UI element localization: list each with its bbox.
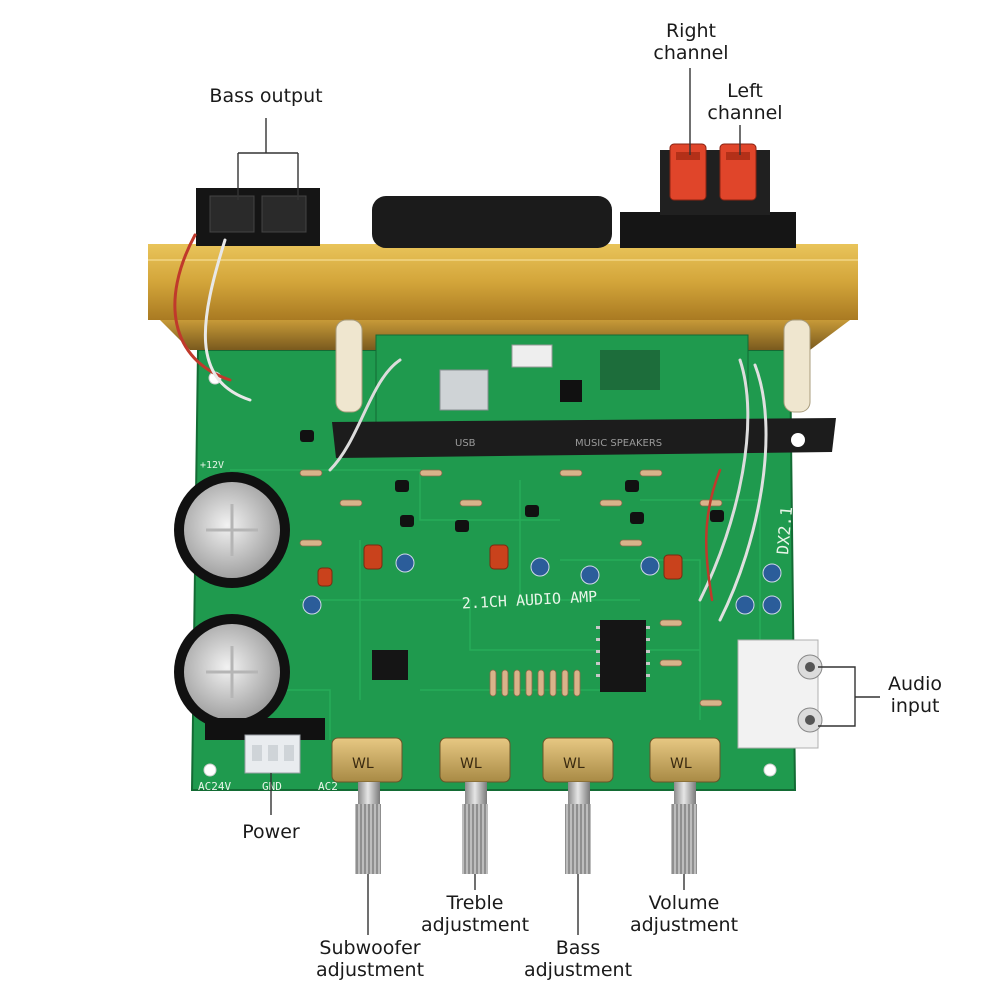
callout-volume: Volume adjustment <box>629 892 739 936</box>
pot-subwoofer: WL <box>331 737 403 874</box>
callout-audio-input: Audio input <box>887 673 942 717</box>
film-capacitors <box>317 544 683 587</box>
pot-bass: WL <box>542 737 614 874</box>
top-block <box>372 196 612 248</box>
ic-chips <box>372 620 650 692</box>
callout-bass-output: Bass output <box>209 85 323 107</box>
rail-label: +12V <box>200 460 224 471</box>
small-electrolytics <box>302 553 782 615</box>
pot-treble: WL <box>439 737 511 874</box>
board-model: DX2.1 <box>773 506 796 556</box>
usb-label: USB <box>455 438 476 449</box>
pot-volume: WL <box>649 737 721 874</box>
callout-right-channel: Right channel <box>653 20 729 64</box>
front-panel: USB MUSIC SPEAKERS <box>332 418 836 458</box>
pot-subwoofer-mark: WL <box>352 756 374 772</box>
bass-output-terminal <box>196 188 320 246</box>
pot-volume-mark: WL <box>670 756 692 772</box>
transistors <box>300 430 724 532</box>
callout-power: Power <box>242 821 300 843</box>
callout-left-channel: Left channel <box>707 80 783 124</box>
gnd-label: GND <box>262 780 282 793</box>
rca-input-jack <box>737 639 823 749</box>
wires <box>173 233 768 622</box>
speaker-terminal <box>620 143 796 248</box>
music-speakers-label: MUSIC SPEAKERS <box>575 438 662 449</box>
ac24v-label: AC24V <box>198 780 231 793</box>
heatsink <box>148 244 858 350</box>
main-capacitor-top <box>174 472 290 588</box>
pot-bass-mark: WL <box>563 756 585 772</box>
resistor-array <box>299 469 723 707</box>
callout-treble: Treble adjustment <box>420 892 530 936</box>
standoff-posts <box>335 319 811 413</box>
callout-subwoofer: Subwoofer adjustment <box>315 937 425 981</box>
ac2-label: AC2 <box>318 780 338 793</box>
main-capacitor-bottom <box>174 614 290 730</box>
callout-bass: Bass adjustment <box>523 937 633 981</box>
power-connector <box>244 734 301 774</box>
bluetooth-module <box>375 334 749 426</box>
pot-treble-mark: WL <box>460 756 482 772</box>
callout-lines <box>237 68 880 935</box>
